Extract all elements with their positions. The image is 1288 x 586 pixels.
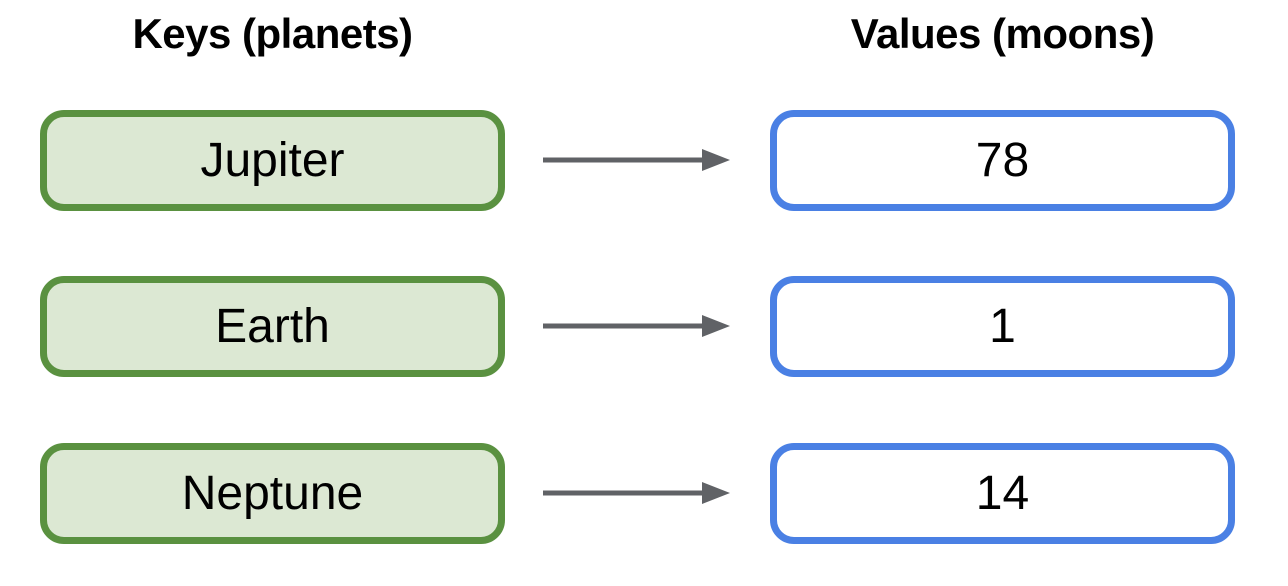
right-arrow-icon	[542, 147, 732, 173]
key-box-jupiter: Jupiter	[40, 110, 505, 211]
value-box-earth: 1	[770, 276, 1235, 377]
values-column-title: Values (moons)	[850, 10, 1155, 57]
right-arrow-icon	[542, 313, 732, 339]
right-arrow-icon	[542, 480, 732, 506]
value-box-jupiter: 78	[770, 110, 1235, 211]
key-box-earth: Earth	[40, 276, 505, 377]
keys-column-title: Keys (planets)	[132, 10, 413, 57]
value-box-neptune: 14	[770, 443, 1235, 544]
key-box-neptune: Neptune	[40, 443, 505, 544]
